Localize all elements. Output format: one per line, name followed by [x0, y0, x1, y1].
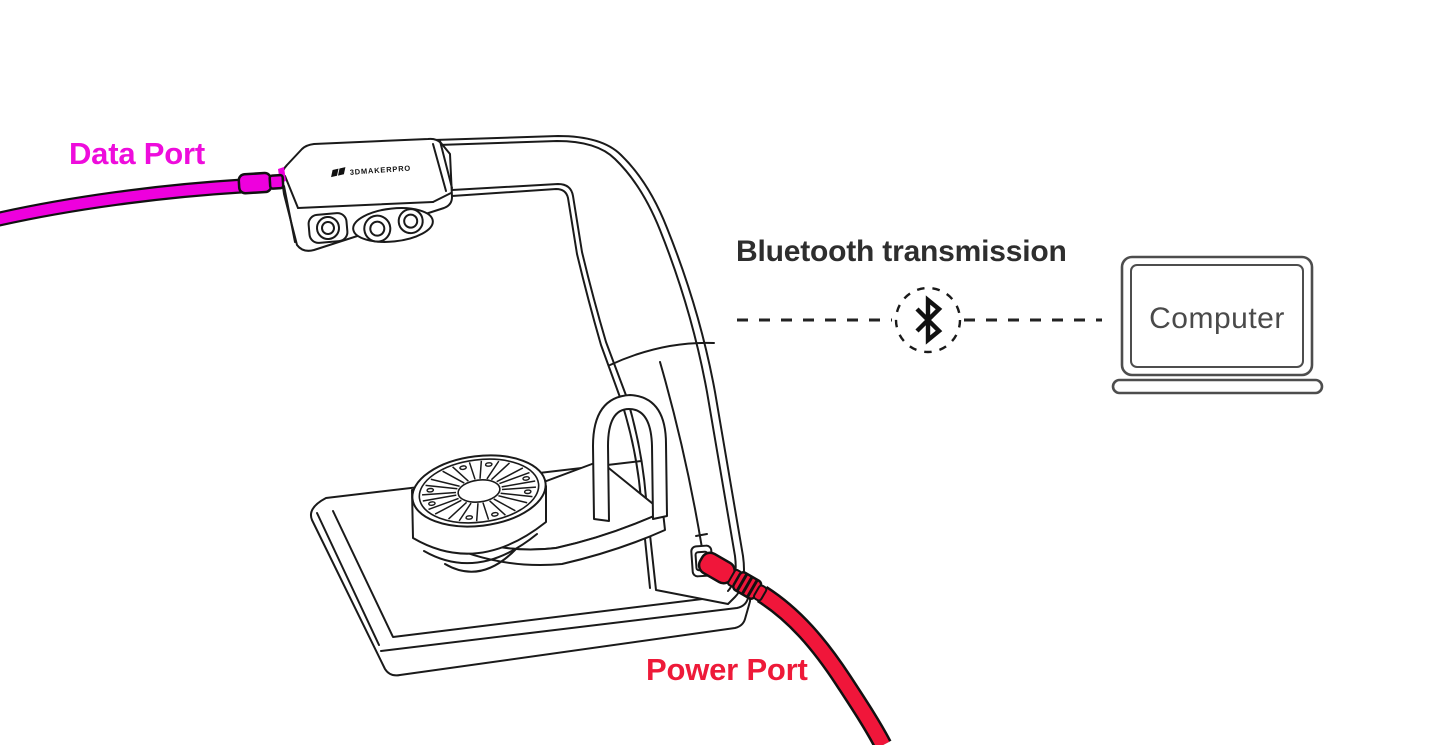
- data-port-connector: [237, 171, 285, 195]
- turntable: [411, 448, 547, 573]
- turntable-spokes: [419, 455, 539, 528]
- computer-label: Computer: [1149, 302, 1285, 335]
- brand-logo: 3DMAKERPRO: [331, 164, 411, 178]
- data-cable: [0, 171, 285, 227]
- bluetooth-icon: [894, 286, 962, 354]
- turntable-screws: [424, 458, 534, 525]
- data-port-label: Data Port: [69, 136, 206, 171]
- brand-label: 3DMAKERPRO: [349, 164, 411, 177]
- scanner-head: 3DMAKERPRO: [278, 137, 453, 252]
- pivot-arch: [592, 394, 668, 522]
- bluetooth-transmission-label: Bluetooth transmission: [736, 235, 1067, 268]
- bluetooth-link: [737, 286, 1102, 354]
- laptop-icon: [1111, 255, 1324, 395]
- power-port-label: Power Port: [646, 652, 808, 687]
- camera-lenses: [307, 207, 434, 244]
- power-cable: [697, 551, 892, 745]
- power-plug: [697, 551, 768, 602]
